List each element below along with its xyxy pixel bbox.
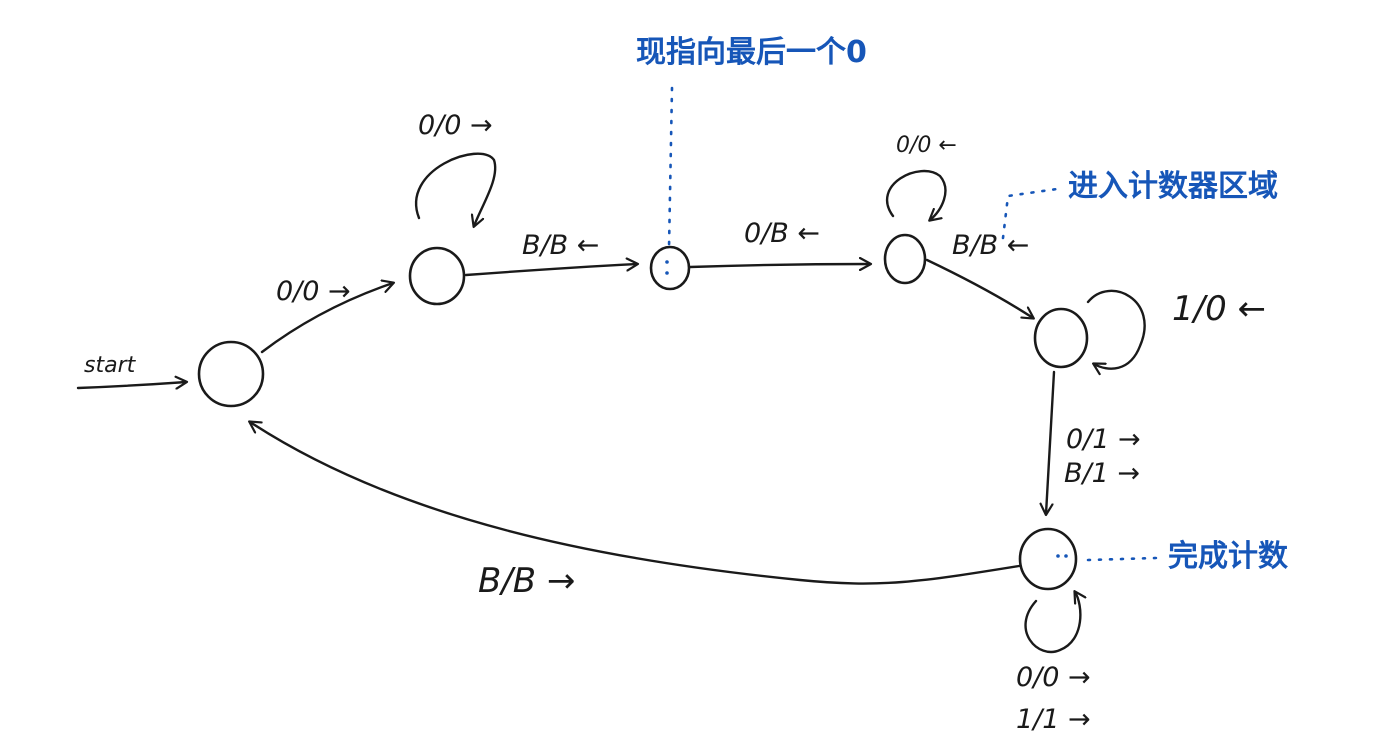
state-q0 <box>197 340 265 408</box>
label-q5-loop-line2: 1/1 → <box>1016 704 1091 735</box>
state-q5 <box>1018 527 1078 591</box>
state-q5-dot <box>1064 554 1068 558</box>
note-count-done: 完成计数 <box>1168 539 1289 574</box>
loop-q3 <box>885 169 947 220</box>
label-q5-loop-line1: 0/0 → <box>1016 662 1091 693</box>
label-q3-loop: 0/0 ← <box>896 133 957 158</box>
state-q2-dot <box>665 271 669 275</box>
note-last-zero: 现指向最后一个0 <box>636 35 867 70</box>
state-q3 <box>883 233 927 285</box>
label-q4-loop: 1/0 ← <box>1172 289 1266 329</box>
label-q1-loop: 0/0 → <box>418 110 493 141</box>
label-q1-q2: B/B ← <box>522 230 599 261</box>
loop-q5 <box>1024 592 1081 653</box>
label-q3-q4: B/B ← <box>952 230 1029 261</box>
label-q0-q1: 0/0 → <box>276 276 351 307</box>
edge-q3-q4 <box>925 258 1033 318</box>
state-q1 <box>408 246 466 306</box>
label-q4-q5-line1: 0/1 → <box>1066 424 1141 455</box>
start-label: start <box>84 353 137 378</box>
state-q2 <box>649 245 691 291</box>
label-q2-q3: 0/B ← <box>744 218 820 249</box>
label-q4-q5-line2: B/1 → <box>1064 458 1140 489</box>
loop-q1 <box>415 152 497 226</box>
edge-q1-q2 <box>464 264 637 277</box>
edge-q4-q5 <box>1046 370 1056 514</box>
state-q4 <box>1033 307 1089 369</box>
edge-q2-q3 <box>688 264 870 267</box>
note-counter-region: 进入计数器区域 <box>1068 169 1278 204</box>
label-q5-q0: B/B → <box>478 561 575 601</box>
loop-q4 <box>1086 289 1146 369</box>
start-arrow <box>76 382 186 388</box>
edge-q0-q1 <box>260 283 393 354</box>
leader-counter-region <box>1001 186 1066 240</box>
edge-q5-q0 <box>250 422 1021 585</box>
leader-last-zero <box>667 86 674 250</box>
state-q2-dot <box>665 260 669 264</box>
state-q5-dot <box>1056 554 1060 558</box>
leader-count-done <box>1086 556 1158 562</box>
